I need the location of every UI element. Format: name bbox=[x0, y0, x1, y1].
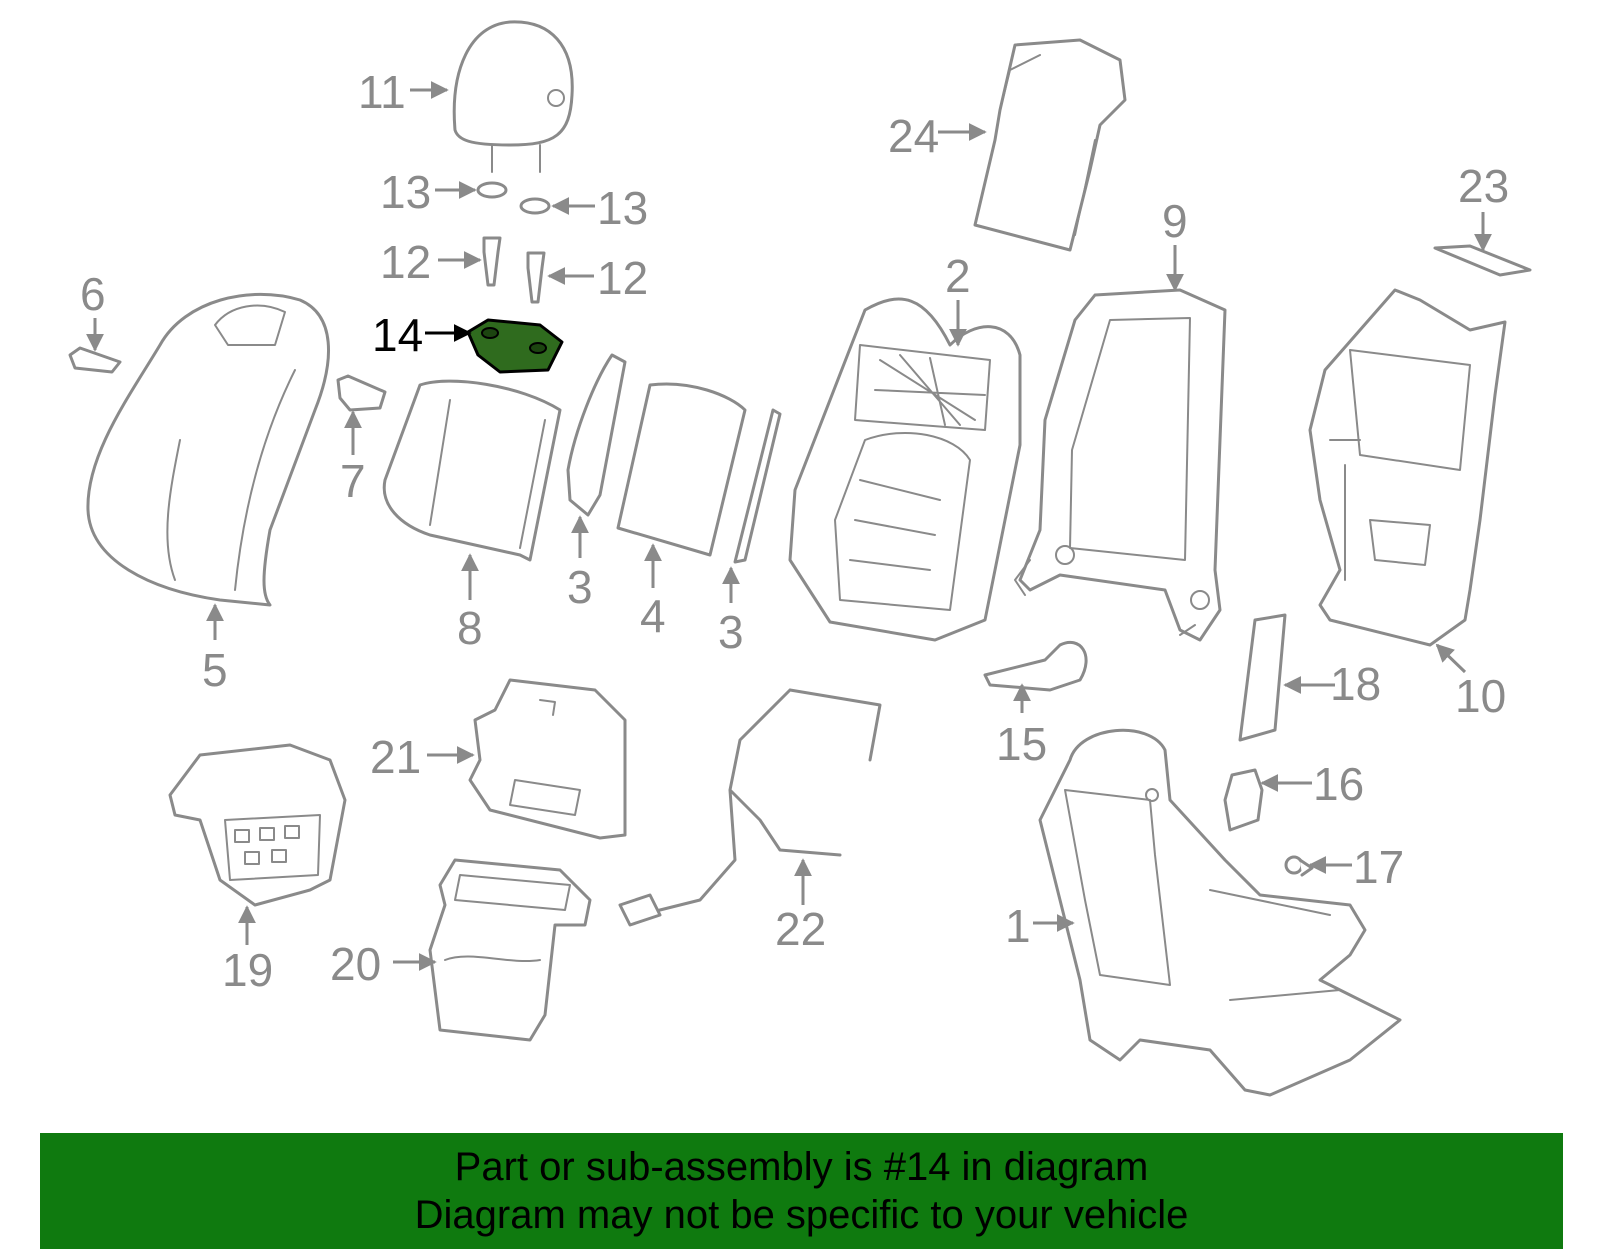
part-14-highlighted-panel[interactable] bbox=[466, 318, 564, 374]
part-13-guide-right[interactable] bbox=[519, 197, 551, 215]
part-3-side-pad-left[interactable] bbox=[566, 353, 627, 517]
label-8: 8 bbox=[457, 602, 483, 654]
label-6: 6 bbox=[80, 268, 106, 320]
part-5-seatback-cover[interactable] bbox=[86, 292, 330, 607]
label-2: 2 bbox=[945, 250, 971, 302]
label-12-left: 12 bbox=[380, 236, 431, 288]
info-banner: Part or sub-assembly is #14 in diagram D… bbox=[40, 1133, 1563, 1249]
label-23: 23 bbox=[1458, 160, 1509, 212]
part-6-clip[interactable] bbox=[68, 346, 122, 374]
part-23-trim-strip[interactable] bbox=[1433, 244, 1532, 277]
label-16: 16 bbox=[1313, 758, 1364, 810]
part-8-back-panel[interactable] bbox=[382, 379, 562, 562]
label-5: 5 bbox=[202, 644, 228, 696]
label-1: 1 bbox=[1005, 900, 1031, 952]
part-3-side-strip-right[interactable] bbox=[733, 408, 782, 564]
label-21: 21 bbox=[370, 731, 421, 783]
label-7: 7 bbox=[340, 455, 366, 507]
part-19-control-module[interactable] bbox=[168, 743, 347, 907]
label-3-left: 3 bbox=[567, 561, 593, 613]
label-11: 11 bbox=[358, 66, 406, 118]
label-10: 10 bbox=[1455, 670, 1506, 722]
label-13-right: 13 bbox=[597, 182, 648, 234]
seat-parts-diagram: 11 13 13 12 12 14 6 7 5 8 3 4 3 2 24 9 2… bbox=[68, 20, 1532, 1097]
label-4: 4 bbox=[640, 590, 666, 642]
part-11-headrest[interactable] bbox=[452, 20, 574, 173]
label-14: 14 bbox=[372, 309, 423, 361]
label-18: 18 bbox=[1330, 658, 1381, 710]
banner-line-1: Part or sub-assembly is #14 in diagram bbox=[454, 1145, 1149, 1189]
banner-line-2: Diagram may not be specific to your vehi… bbox=[414, 1193, 1189, 1237]
part-13-guide-left[interactable] bbox=[476, 181, 508, 199]
part-22-harness[interactable] bbox=[618, 688, 882, 927]
part-24-back-board[interactable] bbox=[973, 38, 1127, 252]
label-20: 20 bbox=[330, 938, 381, 990]
part-12-guide-left[interactable] bbox=[482, 236, 502, 287]
label-12-right: 12 bbox=[597, 252, 648, 304]
part-21-module[interactable] bbox=[468, 678, 627, 840]
label-22: 22 bbox=[775, 903, 826, 955]
part-10-back-cover-panel[interactable] bbox=[1308, 288, 1507, 647]
part-12-guide-right[interactable] bbox=[526, 251, 546, 304]
label-15: 15 bbox=[996, 718, 1047, 770]
part-16-bracket[interactable] bbox=[1223, 768, 1264, 832]
part-4-pad[interactable] bbox=[616, 382, 747, 557]
part-1-seat-assembly[interactable] bbox=[1038, 728, 1402, 1097]
part-20-switch-module[interactable] bbox=[428, 858, 592, 1042]
part-18-side-trim[interactable] bbox=[1238, 613, 1287, 742]
part-17-bolt[interactable] bbox=[1284, 855, 1314, 877]
part-2-seatback-cushion[interactable] bbox=[788, 297, 1022, 642]
label-24: 24 bbox=[888, 110, 939, 162]
part-15-lever-cover[interactable] bbox=[983, 641, 1088, 692]
part-7-bracket[interactable] bbox=[336, 374, 387, 412]
part-9-seatback-frame[interactable] bbox=[1014, 288, 1227, 642]
label-3-right: 3 bbox=[718, 606, 744, 658]
label-13-left: 13 bbox=[380, 166, 431, 218]
label-17: 17 bbox=[1353, 841, 1404, 893]
label-19: 19 bbox=[222, 944, 273, 996]
callout-arrows bbox=[86, 81, 1492, 971]
label-9: 9 bbox=[1162, 195, 1188, 247]
